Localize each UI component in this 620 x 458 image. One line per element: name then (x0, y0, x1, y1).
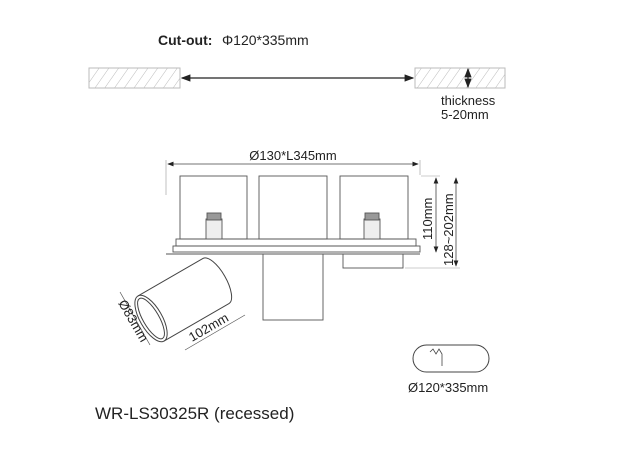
thickness-label: thickness (441, 93, 496, 108)
spot-diameter-label: Ø83mm (115, 297, 151, 345)
fixture-body (166, 175, 421, 321)
model-name: WR-LS30325R (recessed) (95, 404, 294, 423)
height-body-label: 110mm (420, 198, 435, 240)
cutout-slot (412, 344, 490, 373)
cutout-value: Φ120*335mm (222, 32, 309, 48)
spot-diameter-line (119, 291, 151, 346)
spotlight-head (134, 257, 233, 343)
cutout-label: Cut-out: (158, 32, 212, 48)
ceiling-left (88, 67, 181, 89)
ceiling-right (414, 67, 506, 89)
thickness-value: 5-20mm (441, 107, 489, 122)
saw-icon (429, 348, 443, 366)
overall-dimension: Ø130*L345mm (249, 148, 336, 163)
height-range-label: 128~202mm (441, 193, 456, 266)
slot-label: Ø120*335mm (408, 380, 488, 395)
spot-length-line (184, 314, 246, 351)
